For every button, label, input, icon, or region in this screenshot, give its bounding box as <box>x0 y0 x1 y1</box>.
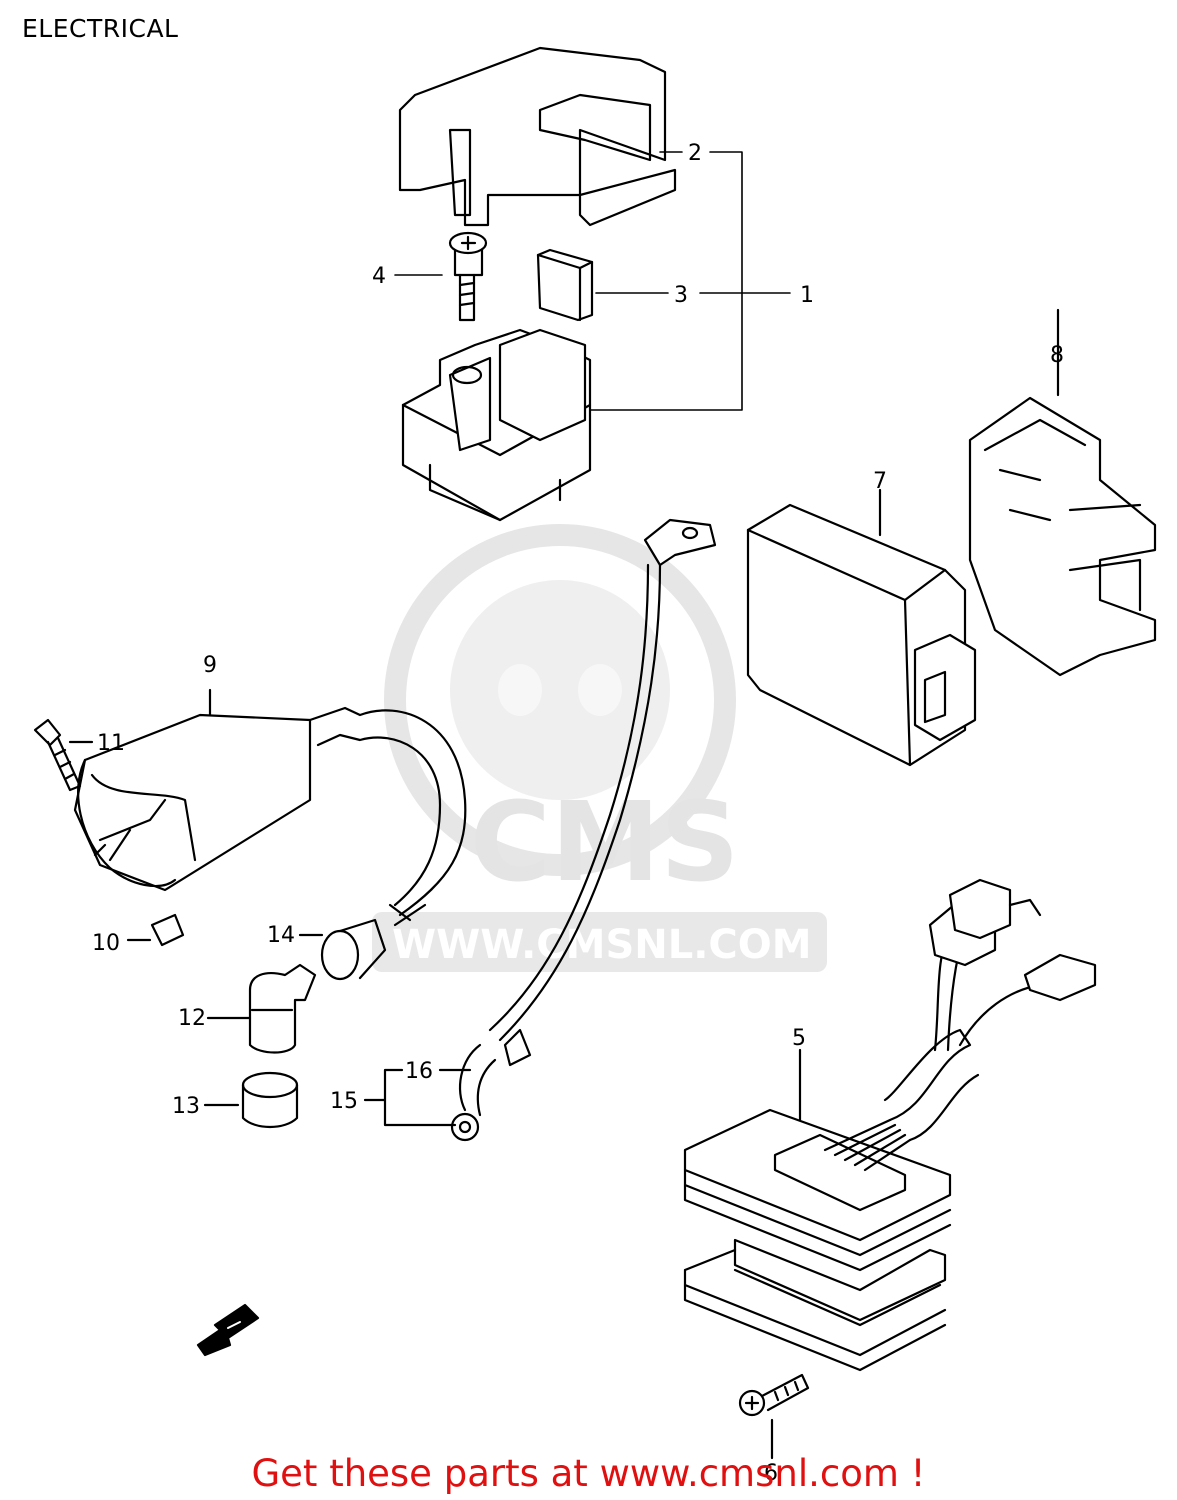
control-unit-part-8 <box>968 308 1157 677</box>
screw-part-6 <box>738 1373 810 1460</box>
callout-2: 2 <box>688 141 702 166</box>
starter-relay-part-1 <box>401 328 592 522</box>
callout-3: 3 <box>674 283 688 308</box>
ground-lead-part-15 <box>363 518 717 1142</box>
callout-10: 10 <box>92 931 120 956</box>
callout-16: 16 <box>405 1059 433 1084</box>
connector-part-14 <box>298 918 387 981</box>
fuse-part-3 <box>536 248 594 322</box>
callout-14: 14 <box>267 923 295 948</box>
callout-15: 15 <box>330 1089 358 1114</box>
get-parts-link[interactable]: Get these parts at www.cmsnl.com ! <box>251 1452 926 1495</box>
callout-13: 13 <box>172 1094 200 1119</box>
bolt-part-11 <box>33 718 94 792</box>
callout-5: 5 <box>792 1026 806 1051</box>
callout-12: 12 <box>178 1006 206 1031</box>
callout-6: 6 <box>764 1461 778 1486</box>
callout-9: 9 <box>203 653 217 678</box>
watermark-brand: CMS <box>470 778 739 906</box>
relay-cover-part-2 <box>398 46 677 227</box>
watermark-site: WWW.CMSNL.COM <box>392 922 812 968</box>
callout-labels: 1 2 3 4 5 6 7 8 9 10 11 12 13 14 15 16 <box>92 141 1064 1486</box>
boot-part-13 <box>203 1071 299 1129</box>
ignition-coil-part-9 <box>73 688 467 927</box>
callout-1: 1 <box>800 283 814 308</box>
cap-part-10 <box>126 913 185 947</box>
screw-part-4 <box>448 231 488 322</box>
cms-watermark: CMS WWW.CMSNL.COM <box>372 524 827 972</box>
callout-bracket-1 <box>394 151 791 411</box>
plug-cap-part-12 <box>206 963 317 1054</box>
callout-8: 8 <box>1050 343 1064 368</box>
page-title: ELECTRICAL <box>22 14 179 43</box>
callout-11: 11 <box>97 731 125 756</box>
regulator-rectifier-part-5 <box>683 878 1097 1372</box>
igniter-unit-part-7 <box>746 488 977 767</box>
callout-7: 7 <box>873 469 887 494</box>
callout-4: 4 <box>372 264 386 289</box>
front-direction-arrow-icon <box>196 1303 260 1357</box>
